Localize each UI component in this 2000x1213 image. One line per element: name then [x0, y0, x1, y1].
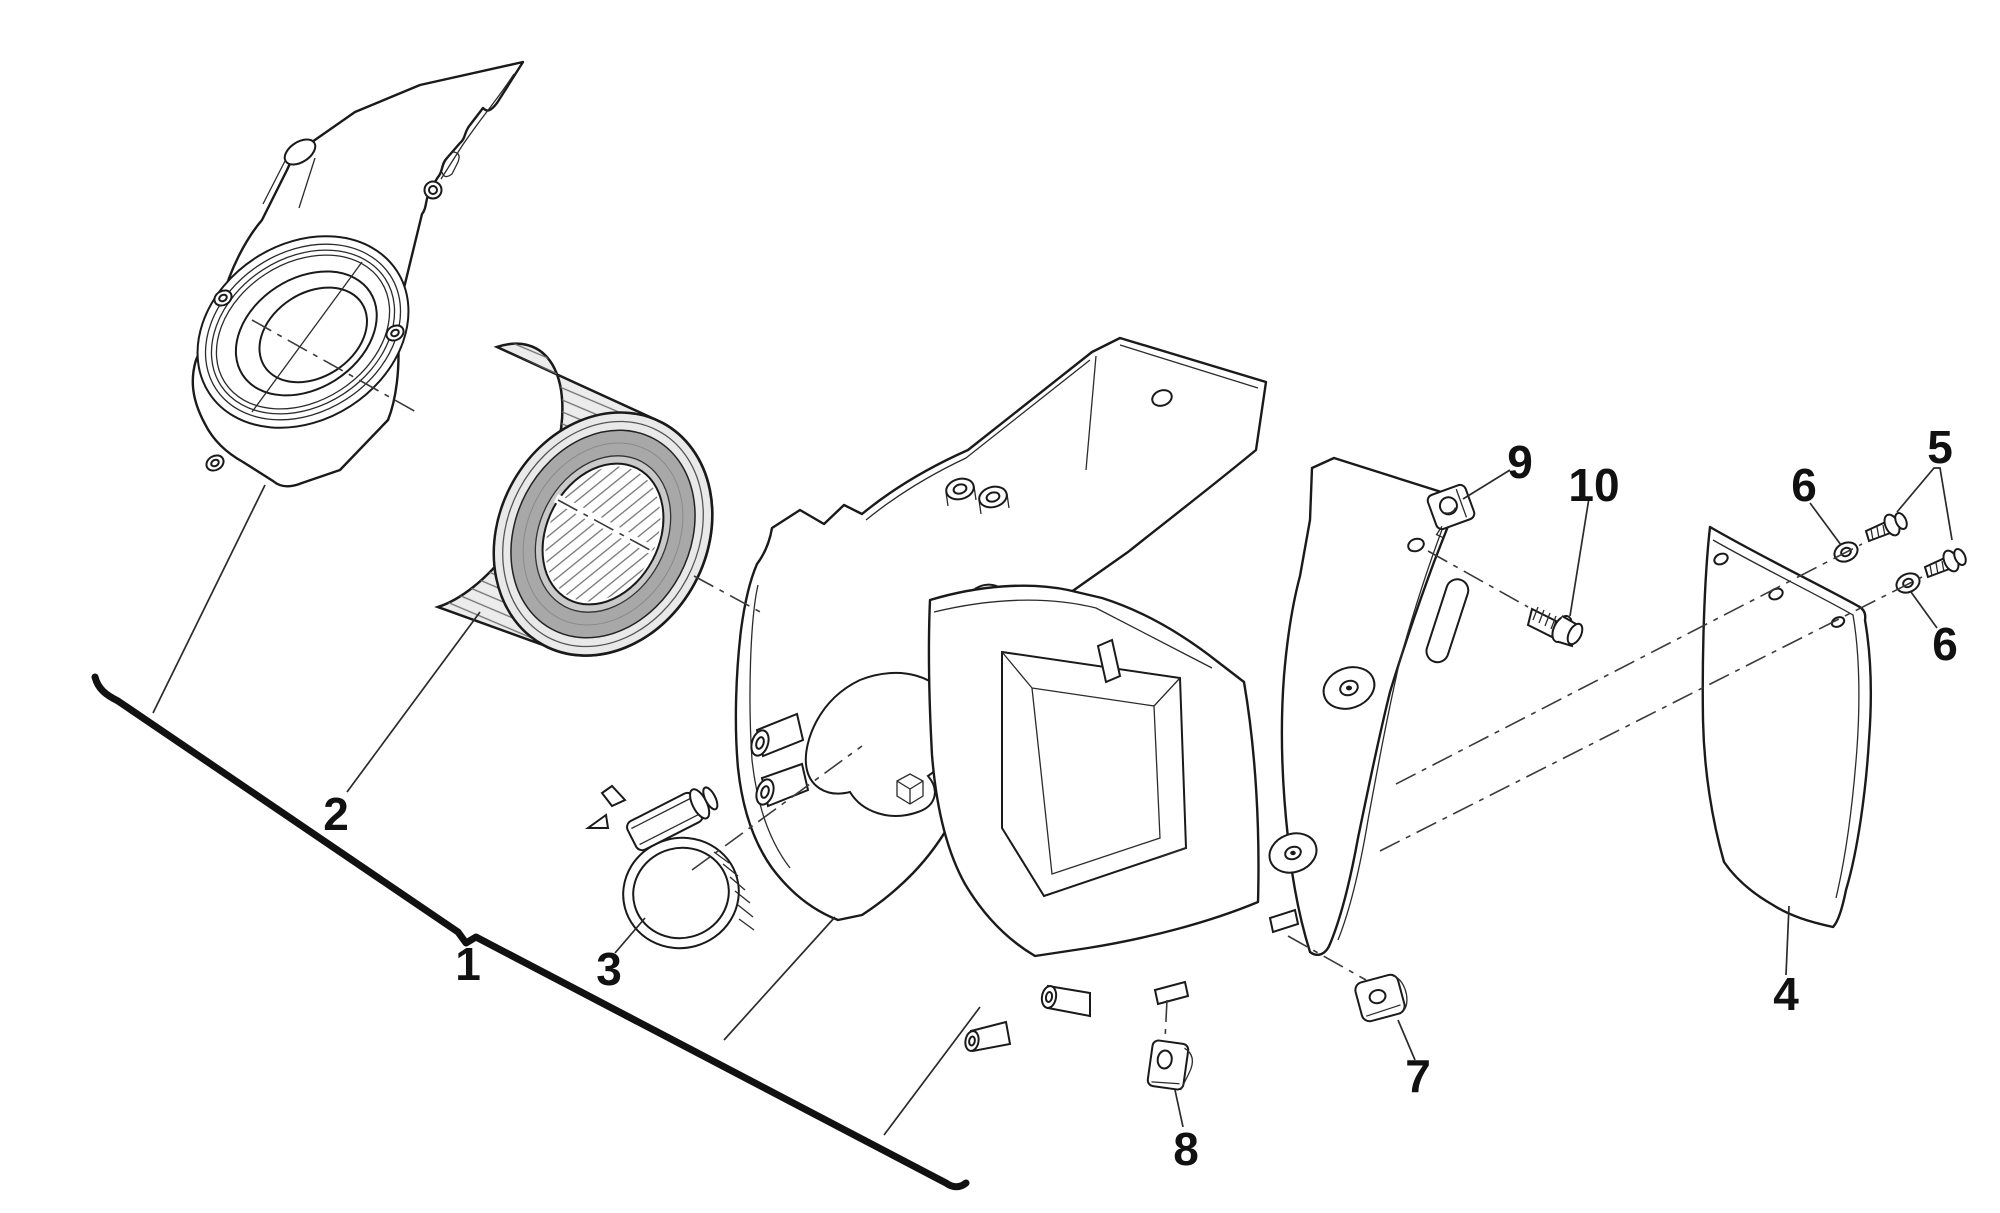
- flap-axis-lower: [1379, 576, 1923, 852]
- screw-5-upper: [1864, 512, 1908, 543]
- air-filter-element: [434, 342, 714, 657]
- callout-6-lower: 6: [1932, 618, 1958, 670]
- leader-lines: [152, 467, 1953, 1136]
- mud-flap: [1701, 525, 1873, 929]
- flap-hole-1: [1713, 552, 1729, 566]
- callout-5: 5: [1927, 421, 1953, 473]
- clamp-tang: [584, 813, 610, 829]
- clip-7: [1354, 973, 1408, 1023]
- bolt-10: [1526, 606, 1584, 648]
- drain-pin-1: [1040, 984, 1091, 1018]
- hose-fitting-upper: [750, 712, 805, 758]
- cover-plate: [191, 60, 525, 488]
- cover-grommet-upper: [1322, 666, 1376, 710]
- drain-pin-2: [964, 1020, 1012, 1053]
- hose-fitting-lower: [755, 762, 810, 808]
- callout-6-upper: 6: [1791, 459, 1817, 511]
- clamp-band-tab: [600, 784, 627, 808]
- callouts: 1 2 3 4 5 6 6 7 8 9 10: [323, 421, 1958, 1175]
- cover-mounting-holes: [205, 289, 405, 472]
- cover-opening-slash: [251, 261, 363, 413]
- bolt-axis: [1427, 550, 1529, 608]
- axis-halo: [553, 494, 655, 554]
- clip8-axis: [1164, 999, 1168, 1041]
- callout-1: 1: [455, 938, 481, 990]
- clamp-axis: [691, 745, 863, 871]
- cover-eyelet: [423, 151, 460, 200]
- callout-2: 2: [323, 788, 349, 840]
- callout-4: 4: [1773, 968, 1799, 1020]
- clip7-axis: [1287, 935, 1367, 981]
- clamp-band-slots: [713, 851, 755, 931]
- side-cover: [1268, 456, 1470, 956]
- flap-axis-upper: [1395, 543, 1863, 785]
- callout-9: 9: [1507, 436, 1533, 488]
- clip-nut-9: [1426, 483, 1476, 539]
- hex-boss: [896, 773, 924, 805]
- rear-bracket-hole: [1151, 389, 1173, 407]
- cover-slot: [1425, 578, 1470, 664]
- clamp-screw-housing: [626, 786, 719, 852]
- assembly-bracket-line: [91, 673, 970, 1191]
- clip-tab-right: [1268, 908, 1300, 934]
- cover-duct-snout: [262, 138, 317, 209]
- cover-bolt-hole: [1407, 537, 1425, 553]
- cover-grommet-lower: [1268, 832, 1318, 874]
- center-lines: [251, 319, 1923, 1041]
- screw-5-lower: [1923, 548, 1967, 579]
- callout-10: 10: [1568, 459, 1619, 511]
- filter-end-cap: [492, 411, 714, 657]
- cover-plate-flange: [196, 235, 410, 429]
- cover-hook-slot: [441, 151, 460, 178]
- callout-8: 8: [1173, 1123, 1199, 1175]
- callout-3: 3: [596, 943, 622, 995]
- washer-6-lower: [1895, 572, 1921, 594]
- airbox-rear-half: [927, 584, 1315, 1053]
- clip-8: [1146, 1039, 1194, 1091]
- flap-hole-3: [1830, 616, 1846, 628]
- hose-clamp: [584, 784, 755, 950]
- top-ports: [945, 477, 1010, 515]
- clip-tab-bottom: [1153, 980, 1190, 1006]
- rail-tab: [1096, 638, 1122, 684]
- callout-7: 7: [1405, 1050, 1431, 1102]
